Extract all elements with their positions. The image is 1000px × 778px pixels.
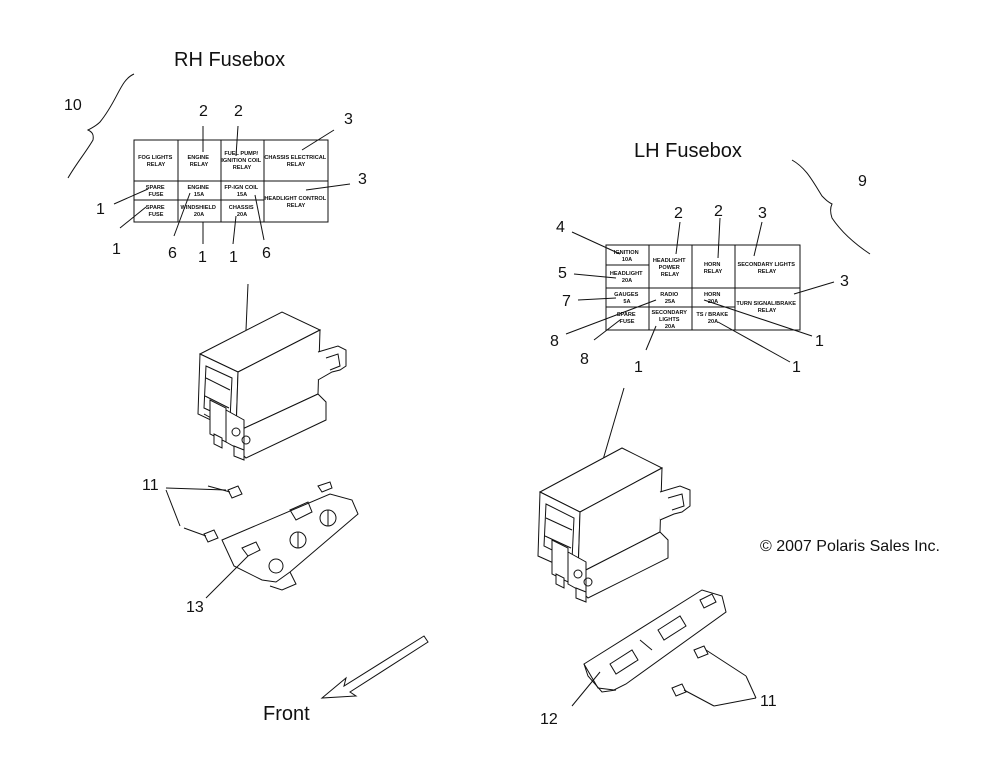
- lh-mounting-bracket: [583, 589, 727, 693]
- rh-fusebox-title: RH Fusebox: [174, 49, 285, 71]
- rh-cell-ign-coil-fuse: FP-IGN COIL 15A: [224, 185, 259, 198]
- callout-11: 11: [760, 693, 777, 710]
- rh-cell-spare-fuse-2: SPARE FUSE: [146, 205, 166, 218]
- lh-cell-secondary-lights-relay: SECONDARY LIGHTS RELAY: [737, 262, 796, 275]
- brace-9: [791, 159, 871, 255]
- callout-2: 2: [674, 205, 683, 222]
- brace-10: [67, 73, 135, 179]
- rh-cell-chassis-relay: CHASSIS ELECTRICAL RELAY: [264, 155, 327, 168]
- callout-3: 3: [344, 111, 353, 128]
- callout-1: 1: [112, 241, 121, 258]
- rh-cell-fog-lights-relay: FOG LIGHTS RELAY: [138, 155, 174, 168]
- lh-cell-radio-fuse: RADIO 25A: [660, 292, 680, 305]
- callout-4: 4: [556, 219, 565, 236]
- callout-8: 8: [550, 333, 559, 350]
- rh-cell-engine-fuse: ENGINE 15A: [187, 185, 210, 198]
- lh-cell-spare-fuse: SPARE FUSE: [617, 312, 637, 325]
- rh-leader-lines: [113, 125, 351, 245]
- rh-cell-windshield-fuse: WINDSHIELD 20A: [181, 205, 218, 218]
- lh-fusebox-body: [537, 387, 691, 603]
- callout-8: 8: [580, 351, 589, 368]
- callout-12: 12: [540, 711, 558, 728]
- lh-cell-secondary-lights-fuse: SECONDARY LIGHTS 20A: [652, 310, 689, 330]
- lh-cell-gauges-fuse: GAUGES 5A: [614, 292, 640, 305]
- lh-cell-headlight-power-relay: HEADLIGHT POWER RELAY: [653, 258, 687, 278]
- callout-1: 1: [634, 359, 643, 376]
- rh-cell-engine-relay: ENGINE RELAY: [187, 155, 210, 168]
- lh-fusebox-label: IGNITION 10A HEADLIGHT POWER RELAY HORN …: [605, 244, 801, 331]
- callout-6: 6: [168, 245, 177, 262]
- callout-2: 2: [199, 103, 208, 120]
- callout-9: 9: [858, 173, 867, 190]
- rh-fasteners: [165, 485, 249, 599]
- lh-callouts: 4 5 7 8 8 2 2 3 3 1 1 1 9: [550, 173, 867, 376]
- lh-cell-horn-fuse: HORN 20A: [704, 292, 722, 305]
- callout-3: 3: [358, 171, 367, 188]
- lh-cell-headlight-fuse: HEADLIGHT 20A: [610, 271, 644, 284]
- callout-5: 5: [558, 265, 567, 282]
- callout-3: 3: [758, 205, 767, 222]
- rh-cell-fuel-pump-relay: FUEL PUMP/ IGNITION COIL RELAY: [221, 151, 262, 171]
- callout-11: 11: [142, 477, 159, 494]
- rh-fusebox-body: [197, 283, 347, 461]
- callout-1: 1: [815, 333, 824, 350]
- callout-10: 10: [64, 97, 82, 114]
- callout-12-leader: [571, 671, 601, 707]
- callout-2: 2: [714, 203, 723, 220]
- rh-callouts: 10 2 2 3 3 1 1 6 1 1 6: [64, 97, 367, 266]
- rh-cell-headlight-control-relay: HEADLIGHT CONTROL RELAY: [264, 196, 327, 209]
- rh-fusebox-label: FOG LIGHTS RELAY ENGINE RELAY FUEL PUMP/…: [133, 139, 329, 223]
- lh-cell-ts-brake-fuse: TS / BRAKE 20A: [696, 312, 729, 325]
- lh-fusebox-title: LH Fusebox: [634, 140, 742, 162]
- lh-leader-lines: [565, 217, 835, 363]
- rh-cell-spare-fuse-1: SPARE FUSE: [146, 185, 166, 198]
- callout-1: 1: [792, 359, 801, 376]
- callout-1: 1: [198, 249, 207, 266]
- rh-cell-chassis-fuse: CHASSIS 20A: [229, 205, 255, 218]
- rh-mounting-bracket: [221, 481, 359, 591]
- lh-cell-ignition-fuse: IGNITION 10A: [614, 250, 640, 263]
- callout-1: 1: [96, 201, 105, 218]
- callout-2: 2: [234, 103, 243, 120]
- lh-cell-horn-relay: HORN RELAY: [704, 262, 723, 275]
- callout-1: 1: [229, 249, 238, 266]
- callout-6: 6: [262, 245, 271, 262]
- callout-3: 3: [840, 273, 849, 290]
- callout-7: 7: [562, 293, 571, 310]
- callout-13: 13: [186, 599, 204, 616]
- lh-fasteners: [671, 645, 757, 707]
- lh-cell-turn-signal-relay: TURN SIGNAL/BRAKE RELAY: [736, 301, 797, 314]
- copyright-text: © 2007 Polaris Sales Inc.: [760, 538, 940, 555]
- front-label: Front: [263, 703, 310, 725]
- front-arrow: [320, 635, 429, 699]
